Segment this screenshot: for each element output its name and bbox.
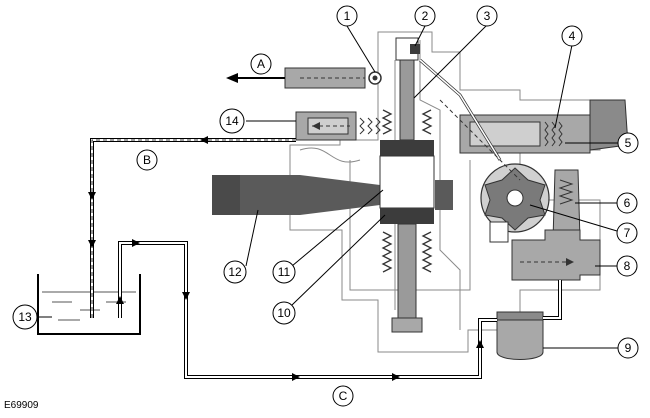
svg-text:4: 4	[569, 29, 576, 43]
outlet-valve	[368, 37, 420, 85]
plunger-assembly	[379, 57, 435, 333]
svg-text:13: 13	[18, 310, 32, 324]
svg-text:11: 11	[278, 265, 291, 279]
svg-text:10: 10	[277, 306, 291, 320]
transfer-pump	[480, 163, 550, 233]
inlet-valve	[489, 221, 601, 281]
leader-lines	[37, 24, 618, 349]
callout-14: 14	[219, 108, 245, 134]
flow-label-c: C	[332, 385, 354, 407]
svg-text:C: C	[339, 389, 348, 403]
svg-text:8: 8	[624, 259, 631, 273]
svg-text:5: 5	[625, 136, 632, 150]
callout-5: 5	[617, 132, 639, 154]
figure-id: E69909	[4, 400, 39, 411]
callout-4: 4	[561, 25, 583, 47]
svg-text:B: B	[143, 153, 151, 167]
drive-shaft	[212, 175, 453, 215]
fuel-tank	[37, 274, 141, 335]
svg-text:7: 7	[624, 226, 631, 240]
callout-13: 13	[12, 304, 38, 330]
fuel-lines	[90, 58, 562, 379]
return-valve	[295, 111, 381, 141]
pressure-regulator	[552, 169, 581, 241]
svg-text:12: 12	[228, 265, 242, 279]
callout-7: 7	[616, 222, 638, 244]
svg-text:6: 6	[624, 196, 631, 210]
callout-11: 11	[272, 260, 296, 284]
svg-text:3: 3	[484, 9, 491, 23]
callout-1: 1	[336, 5, 358, 27]
callout-10: 10	[272, 301, 296, 325]
svg-text:1: 1	[344, 9, 351, 23]
svg-text:2: 2	[422, 9, 429, 23]
svg-text:9: 9	[625, 341, 632, 355]
solenoid-valve	[459, 99, 629, 154]
flow-label-b: B	[136, 149, 158, 171]
flow-label-a: A	[250, 53, 272, 75]
callout-3: 3	[476, 5, 498, 27]
callout-12: 12	[223, 260, 247, 284]
callout-9: 9	[617, 337, 639, 359]
callout-6: 6	[616, 192, 638, 214]
callout-8: 8	[616, 255, 638, 277]
flow-arrows	[88, 136, 484, 381]
callout-2: 2	[414, 5, 436, 27]
high-pressure-outlet	[226, 67, 366, 89]
svg-text:A: A	[257, 57, 265, 71]
fuel-filter	[496, 311, 544, 360]
svg-text:14: 14	[225, 114, 239, 128]
